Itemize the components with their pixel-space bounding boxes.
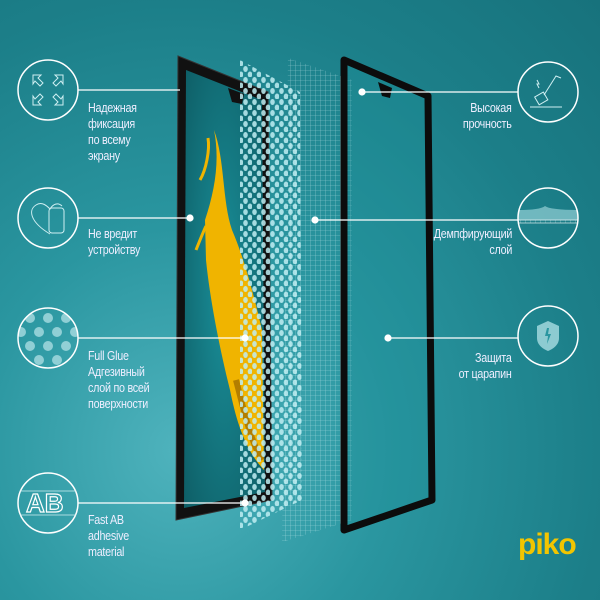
label-line: material	[88, 545, 125, 559]
dots-pattern-icon	[17, 307, 79, 369]
label-line: фиксация	[88, 117, 135, 131]
heart-phone-icon	[17, 187, 79, 249]
label-line: Надежная	[88, 101, 137, 115]
label-line: прочность	[463, 117, 512, 131]
label-line: Не вредит	[88, 227, 138, 241]
label-line: adhesive	[88, 529, 129, 543]
callout-lines	[78, 88, 518, 507]
fast-ab-icon: AB	[17, 472, 79, 534]
label-line: слой	[489, 243, 512, 257]
label-line: Full Glue	[88, 349, 129, 363]
feature-label-high-strength: Высокая прочность	[463, 100, 512, 132]
feature-label-full-glue: Full Glue Адгезивный слой по всей поверх…	[88, 348, 150, 412]
label-line: Адгезивный	[88, 365, 145, 379]
expand-arrows-icon	[17, 59, 79, 121]
label-line: Демпфирующий	[433, 227, 513, 241]
label-line: по всему	[88, 133, 131, 147]
hammer-impact-icon	[517, 61, 579, 123]
damping-mesh-layer	[282, 58, 352, 542]
feature-label-device-safe: Не вредит устройству	[88, 226, 140, 258]
label-line: Защита	[475, 351, 512, 365]
feature-label-screen-fixation: Надежная фиксация по всему экрану	[88, 100, 137, 164]
piko-logo: piko	[518, 528, 577, 561]
label-line: устройству	[88, 243, 141, 257]
damping-layer-icon	[517, 187, 579, 249]
feature-label-fast-ab: Fast AB adhesive material	[88, 512, 129, 560]
label-line: экрану	[88, 149, 120, 163]
label-line: Высокая	[470, 101, 513, 115]
label-line: от царапин	[459, 367, 512, 381]
fast-ab-icon-text: AB	[26, 488, 64, 518]
shield-icon	[517, 305, 579, 367]
feature-label-damping-layer: Демпфирующий слой	[433, 226, 513, 258]
label-line: слой по всей	[88, 381, 150, 395]
label-line: Fast AB	[88, 513, 124, 527]
feature-label-scratch-protection: Защита от царапин	[459, 350, 512, 382]
tempered-glass	[340, 56, 436, 534]
label-line: поверхности	[88, 397, 148, 411]
